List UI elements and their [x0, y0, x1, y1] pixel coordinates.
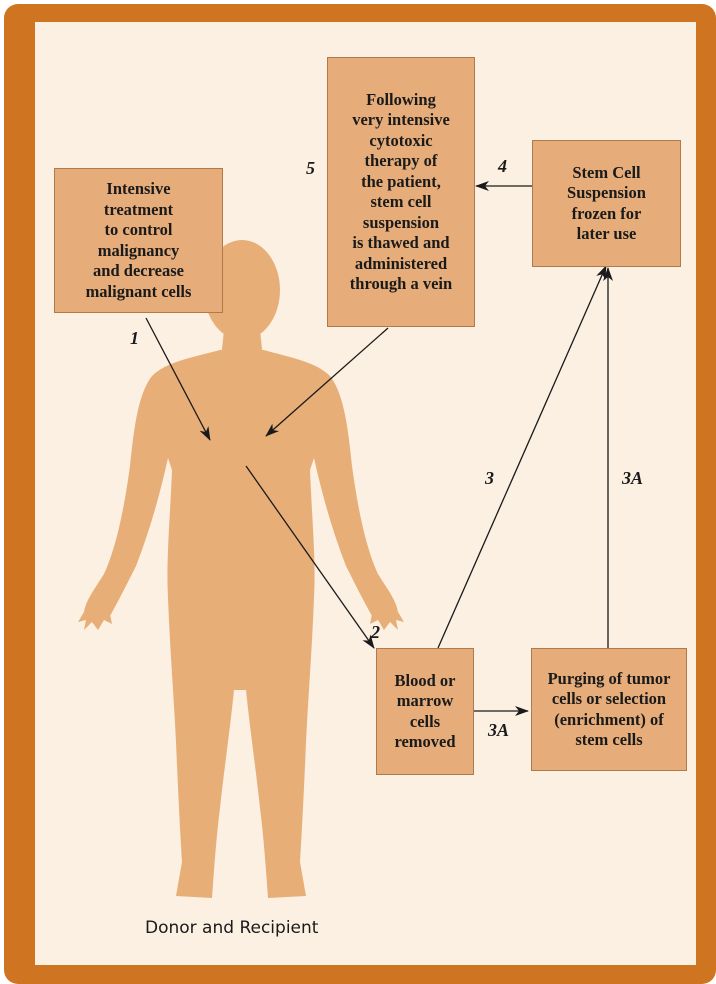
- step-label-3a-vertical: 3A: [622, 468, 643, 489]
- box-cells-removed: Blood or marrow cells removed: [376, 648, 474, 775]
- step-label-4: 4: [498, 156, 507, 177]
- step-label-1: 1: [130, 328, 139, 349]
- step-label-5: 5: [306, 158, 315, 179]
- human-figure-icon: [78, 240, 404, 898]
- step-label-3a-horizontal: 3A: [488, 720, 509, 741]
- step-label-3: 3: [485, 468, 494, 489]
- figure-caption: Donor and Recipient: [145, 918, 318, 938]
- box-cytotoxic-therapy: Following very intensive cytotoxic thera…: [327, 57, 475, 327]
- box-stem-cell-suspension: Stem Cell Suspension frozen for later us…: [532, 140, 681, 267]
- step-label-2: 2: [371, 622, 380, 643]
- box-purging: Purging of tumor cells or selection (enr…: [531, 648, 687, 771]
- box-intensive-treatment: Intensive treatment to control malignanc…: [54, 168, 223, 313]
